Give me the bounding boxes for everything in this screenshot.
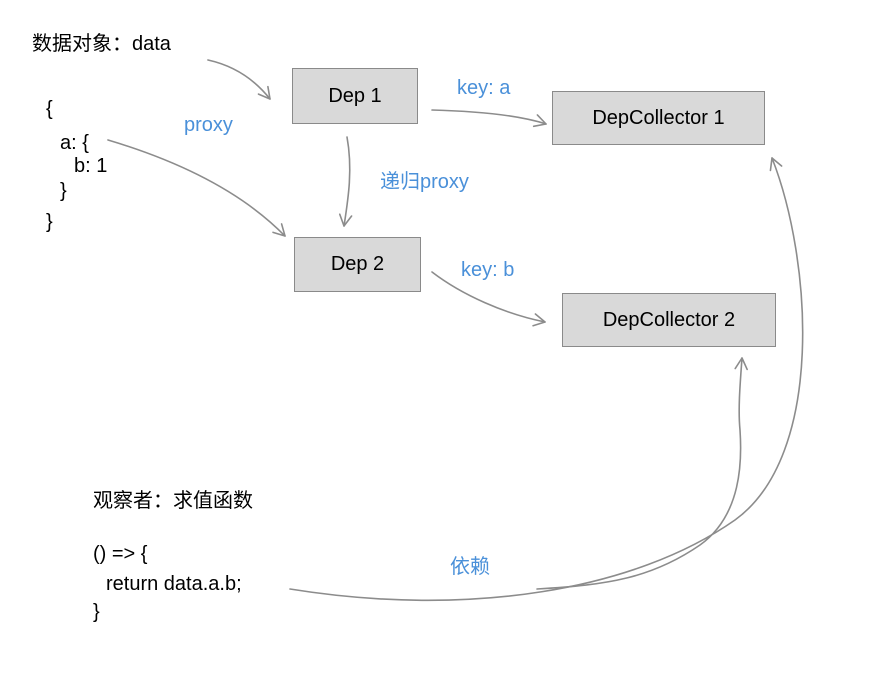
arrow-dep1-to-collector1 xyxy=(431,109,547,128)
arrow-data-to-dep1 xyxy=(207,59,271,100)
dep-collector1-node: DepCollector 1 xyxy=(552,91,765,145)
dep-collector2-label: DepCollector 2 xyxy=(602,308,736,331)
dep2-label: Dep 2 xyxy=(330,253,385,275)
key-b-edge-label: key: b xyxy=(461,259,515,281)
proxy-edge-label: proxy xyxy=(184,114,233,136)
depend-edge-label: 依赖 xyxy=(450,556,490,578)
arrow-dep2-to-collector2 xyxy=(431,271,546,327)
key-a-edge-label: key: a xyxy=(457,77,511,99)
code-line: } xyxy=(60,180,67,202)
recursive-proxy-edge-label: 递归proxy xyxy=(380,171,469,193)
code-line: } xyxy=(46,211,53,233)
code-line: { xyxy=(46,98,53,120)
arrow-observer-to-collector2 xyxy=(536,357,748,590)
dep2-node: Dep 2 xyxy=(294,237,421,292)
data-object-title: 数据对象：data xyxy=(32,33,171,55)
arrow-a-to-dep2 xyxy=(107,139,286,237)
arrow-dep1-to-dep2 xyxy=(338,136,353,227)
arrow-observer-to-collector1 xyxy=(289,157,804,602)
observer-title: 观察者：求值函数 xyxy=(93,490,253,512)
code-line: return data.a.b; xyxy=(106,573,242,595)
dep-collector1-label: DepCollector 1 xyxy=(592,106,725,129)
code-line: () => { xyxy=(93,543,148,565)
code-line: a: { xyxy=(60,132,89,154)
dep1-label: Dep 1 xyxy=(328,84,382,107)
code-line: } xyxy=(93,601,100,623)
dep-collector2-node: DepCollector 2 xyxy=(562,293,776,347)
dep1-node: Dep 1 xyxy=(292,68,418,124)
code-line: b: 1 xyxy=(74,155,108,177)
